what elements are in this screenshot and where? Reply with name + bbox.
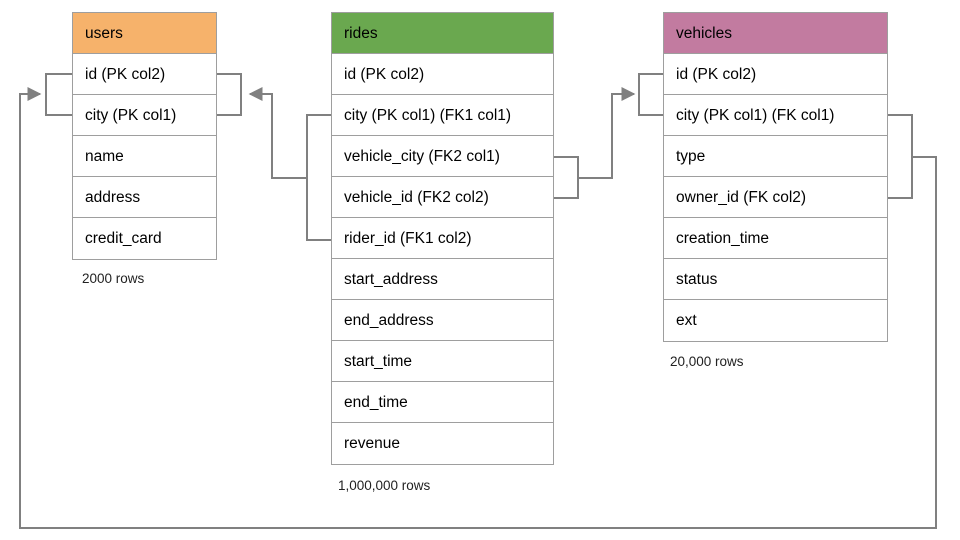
table-users[interactable]: users id (PK col2) city (PK col1) name a…: [72, 12, 217, 260]
table-users-row-count: 2000 rows: [82, 271, 145, 286]
table-vehicles[interactable]: vehicles id (PK col2) city (PK col1) (FK…: [663, 12, 888, 342]
table-users-column-name[interactable]: name: [73, 136, 216, 177]
table-vehicles-column-status[interactable]: status: [664, 259, 887, 300]
connector-rides-user-fk-bracket: [306, 114, 331, 241]
table-rides-column-id[interactable]: id (PK col2): [332, 54, 553, 95]
table-rides-column-city[interactable]: city (PK col1) (FK1 col1): [332, 95, 553, 136]
connector-vehicles-owner-bracket: [888, 114, 913, 199]
table-vehicles-column-creation-time[interactable]: creation_time: [664, 218, 887, 259]
table-rides-column-vehicle-city[interactable]: vehicle_city (FK2 col1): [332, 136, 553, 177]
table-vehicles-column-type[interactable]: type: [664, 136, 887, 177]
table-users-column-address[interactable]: address: [73, 177, 216, 218]
connector-rides-to-vehicles: [578, 87, 636, 179]
table-vehicles-column-id[interactable]: id (PK col2): [664, 54, 887, 95]
table-users-column-id[interactable]: id (PK col2): [73, 54, 216, 95]
connector-rides-vehicle-fk-bracket: [554, 156, 579, 199]
table-rides-column-end-time[interactable]: end_time: [332, 382, 553, 423]
table-rides[interactable]: rides id (PK col2) city (PK col1) (FK1 c…: [331, 12, 554, 465]
table-vehicles-row-count: 20,000 rows: [670, 354, 744, 369]
table-vehicles-column-ext[interactable]: ext: [664, 300, 887, 341]
table-users-title: users: [73, 13, 216, 54]
table-rides-column-start-address[interactable]: start_address: [332, 259, 553, 300]
table-rides-column-vehicle-id[interactable]: vehicle_id (FK2 col2): [332, 177, 553, 218]
table-users-column-credit-card[interactable]: credit_card: [73, 218, 216, 259]
table-rides-column-revenue[interactable]: revenue: [332, 423, 553, 464]
connector-rides-to-users: [248, 87, 307, 179]
table-rides-column-start-time[interactable]: start_time: [332, 341, 553, 382]
table-rides-column-rider-id[interactable]: rider_id (FK1 col2): [332, 218, 553, 259]
connector-users-bracket: [45, 73, 72, 116]
connector-users-right-bracket: [217, 73, 242, 116]
table-rides-row-count: 1,000,000 rows: [338, 478, 431, 493]
table-vehicles-title: vehicles: [664, 13, 887, 54]
table-rides-title: rides: [332, 13, 553, 54]
connector-vehicles-left-bracket: [638, 73, 663, 116]
table-vehicles-column-city[interactable]: city (PK col1) (FK col1): [664, 95, 887, 136]
table-rides-column-end-address[interactable]: end_address: [332, 300, 553, 341]
table-vehicles-column-owner-id[interactable]: owner_id (FK col2): [664, 177, 887, 218]
table-users-column-city[interactable]: city (PK col1): [73, 95, 216, 136]
